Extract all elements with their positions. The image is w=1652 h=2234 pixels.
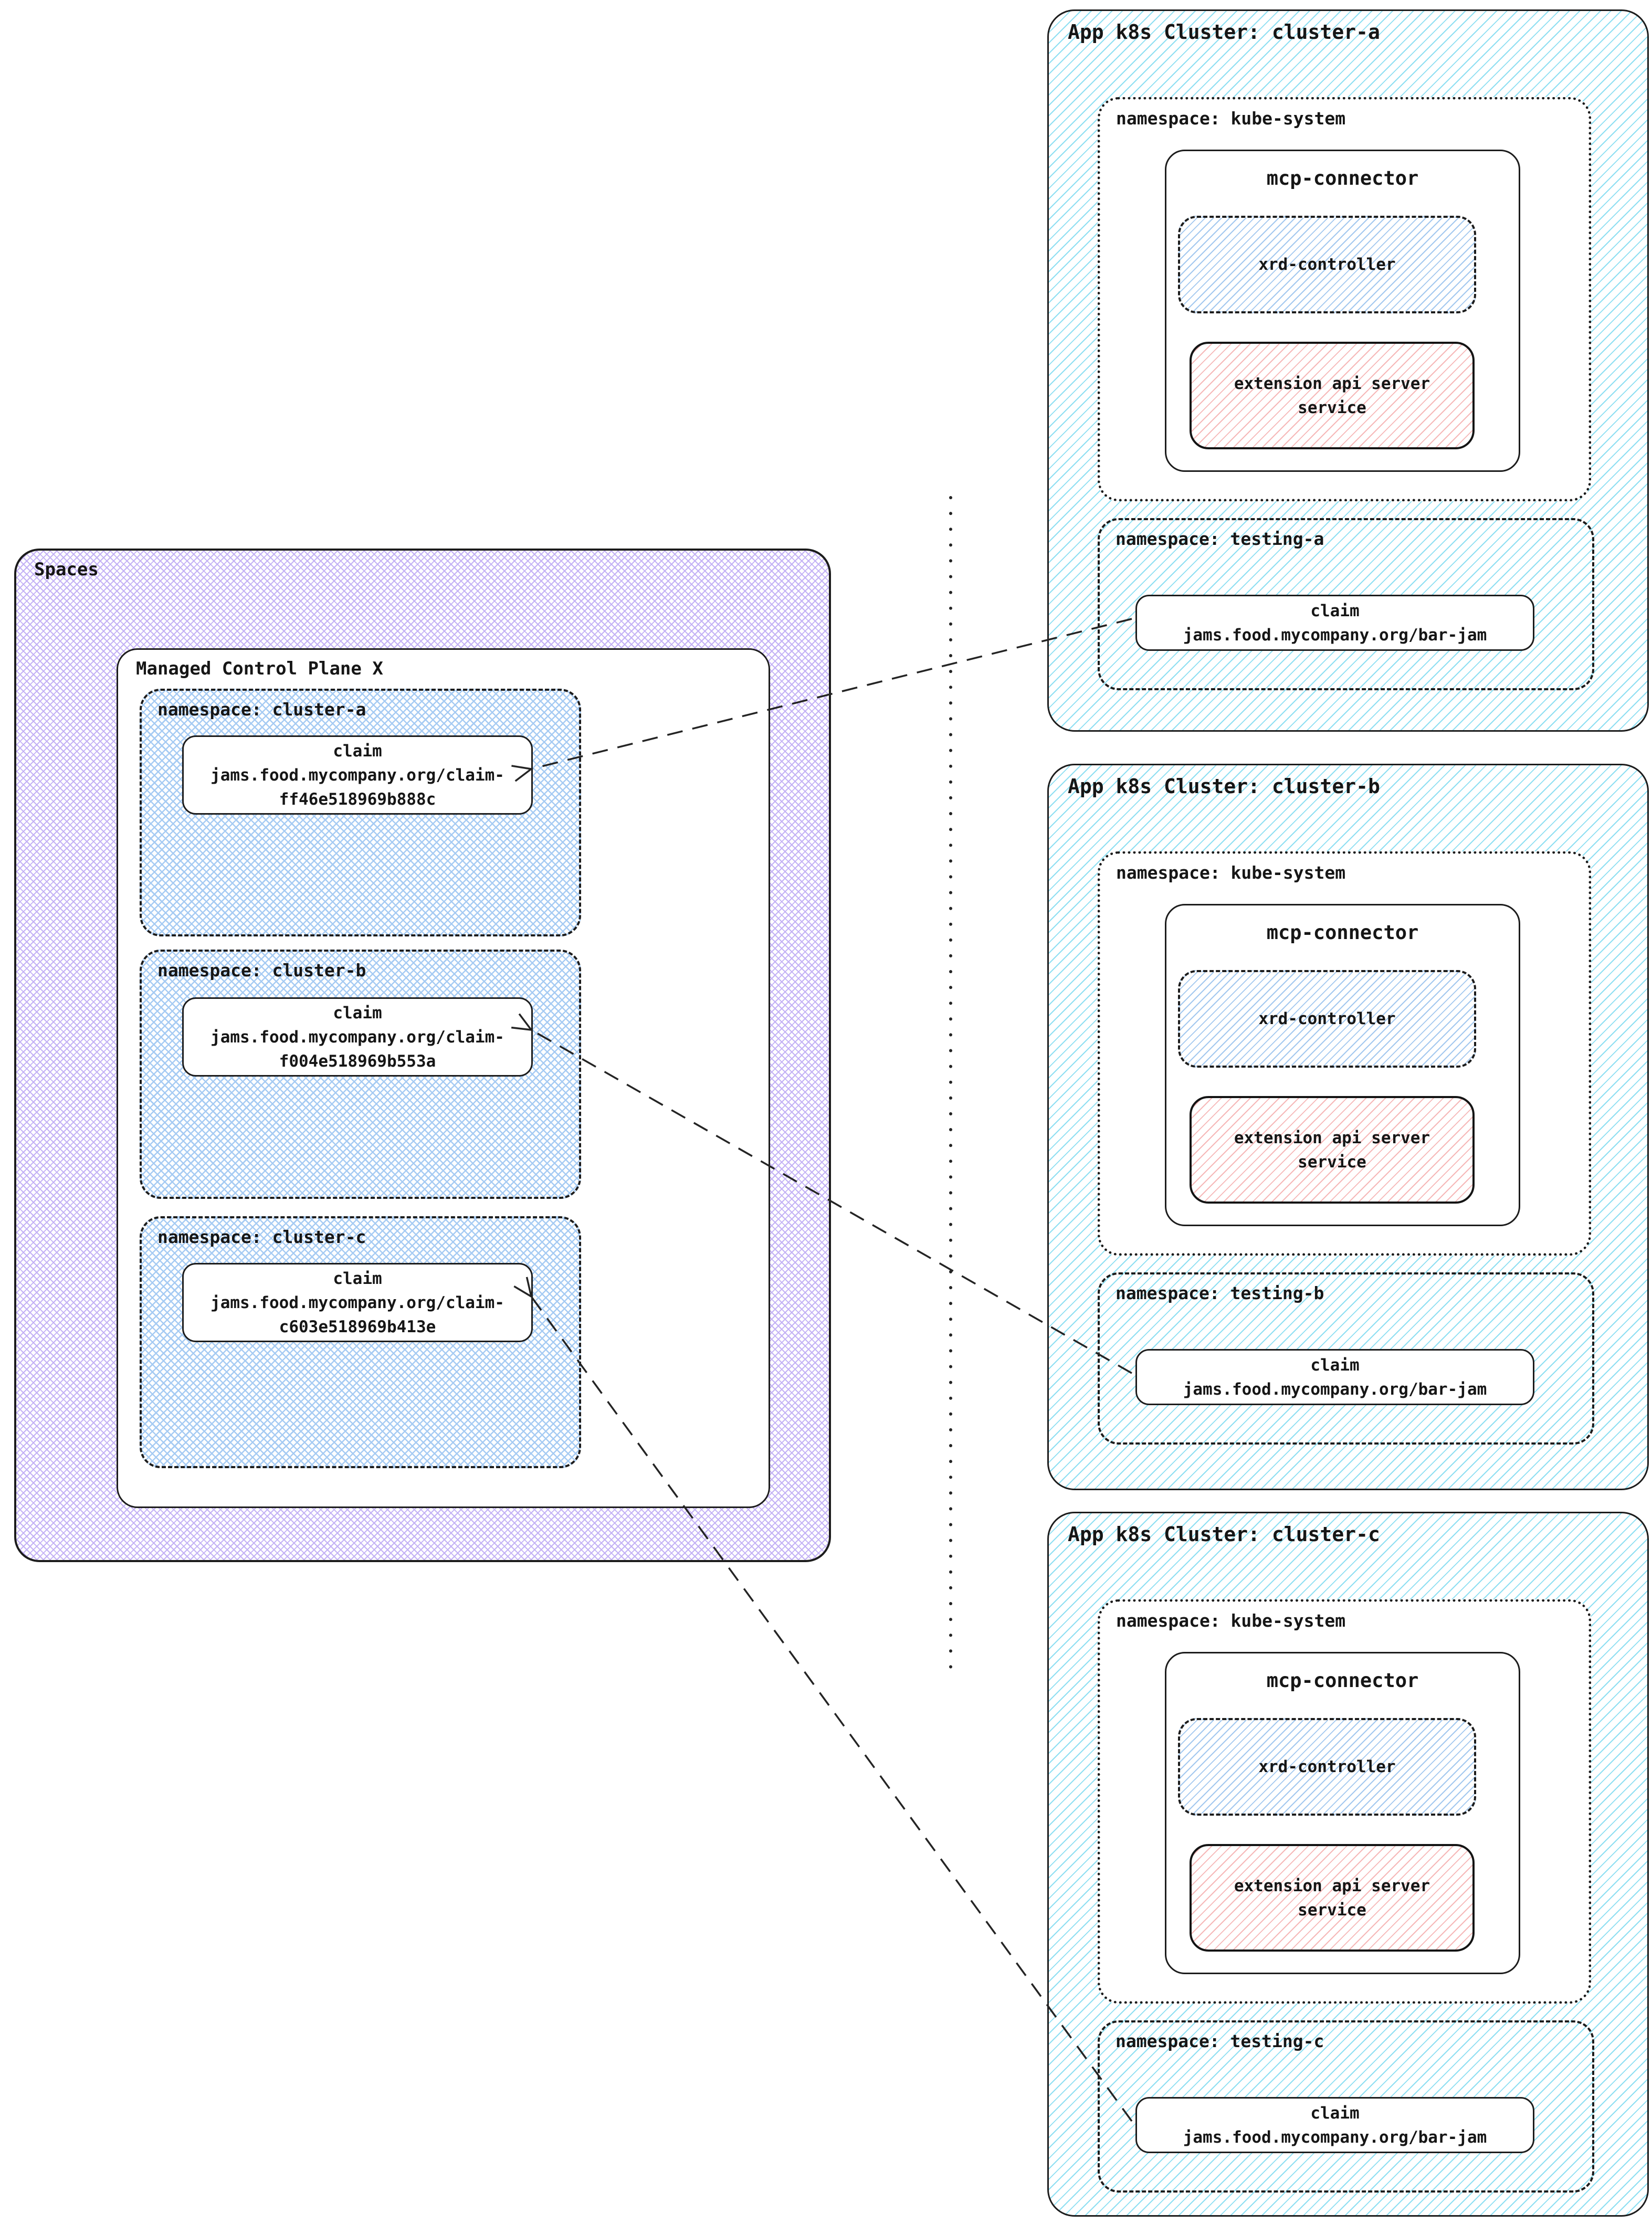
namespace-cluster-a-box: namespace: cluster-a claim jams.food.myc… (140, 689, 581, 936)
mcp-connector-title: mcp-connector (1266, 167, 1419, 189)
namespace-label: namespace: testing-c (1116, 2031, 1324, 2051)
kube-system-namespace-box: namespace: kube-system mcp-connector xrd… (1098, 97, 1591, 501)
namespace-cluster-b-box: namespace: cluster-b claim jams.food.myc… (140, 950, 581, 1199)
kube-system-namespace-box: namespace: kube-system mcp-connector xrd… (1098, 851, 1591, 1256)
extension-api-server-label: extension api server service (1234, 1876, 1430, 1920)
extension-api-server-label: extension api server service (1234, 1128, 1430, 1172)
mcp-connector-title: mcp-connector (1266, 921, 1419, 944)
spaces-label: Spaces (34, 559, 99, 580)
claim-name: jams.food.mycompany.org/claim- f004e5189… (211, 1027, 504, 1071)
claim-box: claim jams.food.mycompany.org/bar-jam (1135, 2097, 1534, 2153)
xrd-controller-label: xrd-controller (1258, 1757, 1396, 1776)
claim-name: jams.food.mycompany.org/claim- ff46e5189… (211, 765, 504, 809)
claim-title: claim (1310, 1355, 1360, 1375)
testing-c-namespace-box: namespace: testing-c claim jams.food.myc… (1098, 2020, 1594, 2193)
claim-box: claim jams.food.mycompany.org/bar-jam (1135, 595, 1534, 651)
namespace-label: namespace: cluster-a (157, 699, 366, 720)
cluster-b-box: App k8s Cluster: cluster-b namespace: ku… (1047, 764, 1649, 1490)
extension-api-server-label: extension api server service (1234, 374, 1430, 417)
claim-title: claim (333, 741, 382, 761)
claim-name: jams.food.mycompany.org/bar-jam (1183, 625, 1487, 645)
testing-a-namespace-box: namespace: testing-a claim jams.food.myc… (1098, 518, 1594, 690)
cluster-c-box: App k8s Cluster: cluster-c namespace: ku… (1047, 1512, 1649, 2217)
namespace-label: namespace: cluster-b (157, 960, 366, 981)
managed-control-plane-box: Managed Control Plane X namespace: clust… (117, 648, 770, 1508)
namespace-label: namespace: kube-system (1116, 108, 1346, 129)
namespace-label: namespace: kube-system (1116, 1610, 1346, 1631)
mcp-connector-title: mcp-connector (1266, 1669, 1419, 1692)
xrd-controller-box: xrd-controller (1178, 970, 1476, 1068)
xrd-controller-box: xrd-controller (1178, 1718, 1476, 1816)
claim-box: claim jams.food.mycompany.org/claim- f00… (182, 997, 533, 1077)
extension-api-server-box: extension api server service (1190, 342, 1475, 449)
extension-api-server-box: extension api server service (1190, 1096, 1475, 1204)
mcp-connector-box: mcp-connector xrd-controller extension a… (1165, 150, 1520, 472)
mcp-connector-box: mcp-connector xrd-controller extension a… (1165, 1652, 1520, 1974)
claim-title: claim (1310, 601, 1360, 620)
claim-title: claim (333, 1269, 382, 1288)
cluster-title: App k8s Cluster: cluster-b (1068, 775, 1380, 798)
xrd-controller-label: xrd-controller (1258, 1009, 1396, 1028)
extension-api-server-box: extension api server service (1190, 1844, 1475, 1952)
namespace-cluster-c-box: namespace: cluster-c claim jams.food.myc… (140, 1216, 581, 1468)
claim-box: claim jams.food.mycompany.org/claim- ff4… (182, 735, 533, 815)
managed-control-plane-label: Managed Control Plane X (136, 658, 383, 679)
claim-name: jams.food.mycompany.org/bar-jam (1183, 1379, 1487, 1399)
namespace-label: namespace: cluster-c (157, 1227, 366, 1247)
cluster-title: App k8s Cluster: cluster-a (1068, 20, 1380, 44)
kube-system-namespace-box: namespace: kube-system mcp-connector xrd… (1098, 1599, 1591, 2004)
spaces-box: Spaces Managed Control Plane X namespace… (14, 549, 831, 1562)
namespace-label: namespace: testing-b (1116, 1283, 1324, 1303)
claim-title: claim (1310, 2103, 1360, 2123)
claim-title: claim (333, 1003, 382, 1023)
claim-box: claim jams.food.mycompany.org/claim- c60… (182, 1263, 533, 1342)
cluster-a-box: App k8s Cluster: cluster-a namespace: ku… (1047, 9, 1649, 732)
namespace-label: namespace: kube-system (1116, 862, 1346, 883)
cluster-title: App k8s Cluster: cluster-c (1068, 1523, 1380, 1546)
claim-name: jams.food.mycompany.org/bar-jam (1183, 2127, 1487, 2147)
namespace-label: namespace: testing-a (1116, 529, 1324, 549)
claim-name: jams.food.mycompany.org/claim- c603e5189… (211, 1293, 504, 1336)
claim-box: claim jams.food.mycompany.org/bar-jam (1135, 1349, 1534, 1405)
mcp-connector-box: mcp-connector xrd-controller extension a… (1165, 904, 1520, 1226)
xrd-controller-box: xrd-controller (1178, 216, 1476, 313)
testing-b-namespace-box: namespace: testing-b claim jams.food.myc… (1098, 1272, 1594, 1445)
xrd-controller-label: xrd-controller (1258, 255, 1396, 274)
